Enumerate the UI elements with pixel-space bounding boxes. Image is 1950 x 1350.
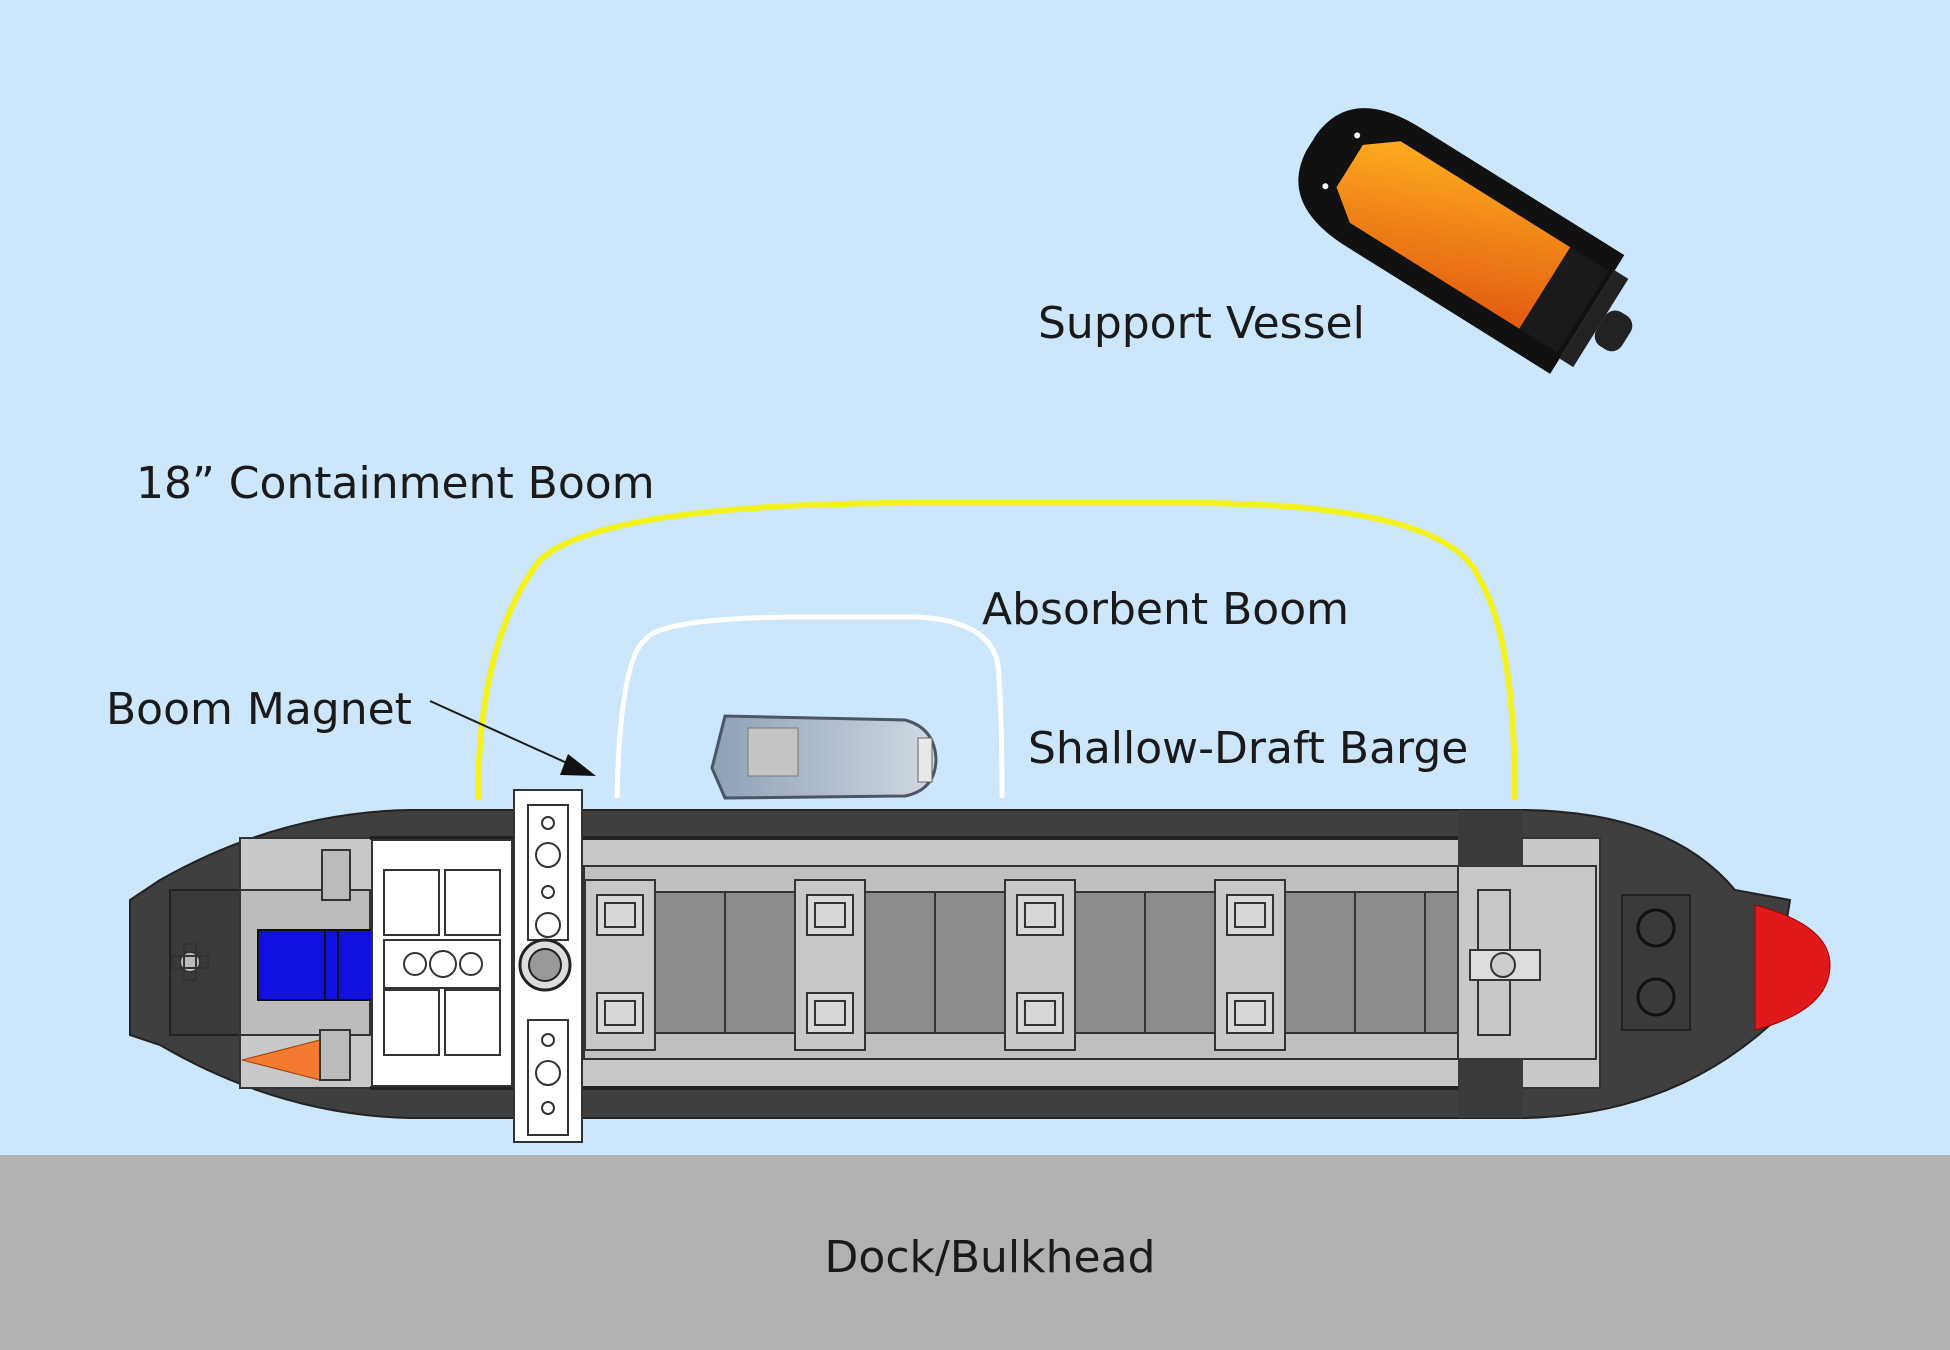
label-containment-boom: 18” Containment Boom [136,458,655,509]
outboard-motor-icon [1594,310,1633,352]
label-shallow-draft-barge: Shallow-Draft Barge [1028,723,1469,774]
bow-fender [1754,904,1831,1031]
boom-magnet-arrow [429,700,596,776]
label-dock-bulkhead: Dock/Bulkhead [824,1232,1156,1283]
support-vessel [1298,108,1633,374]
support-vessel-cabin [1336,141,1571,329]
boom-magnet [513,789,583,1143]
label-absorbent-boom: Absorbent Boom [982,584,1349,635]
engine-block [257,929,374,1001]
containment-boom [475,500,1518,801]
windlass-icon [1469,889,1541,1036]
dock-bulkhead [0,1155,1950,1350]
label-boom-magnet: Boom Magnet [106,684,412,735]
label-support-vessel: Support Vessel [1038,298,1365,349]
skiff [710,714,938,800]
bollard-icon [171,943,209,981]
absorbent-boom [614,614,1005,799]
shallow-draft-barge [129,789,1831,1143]
